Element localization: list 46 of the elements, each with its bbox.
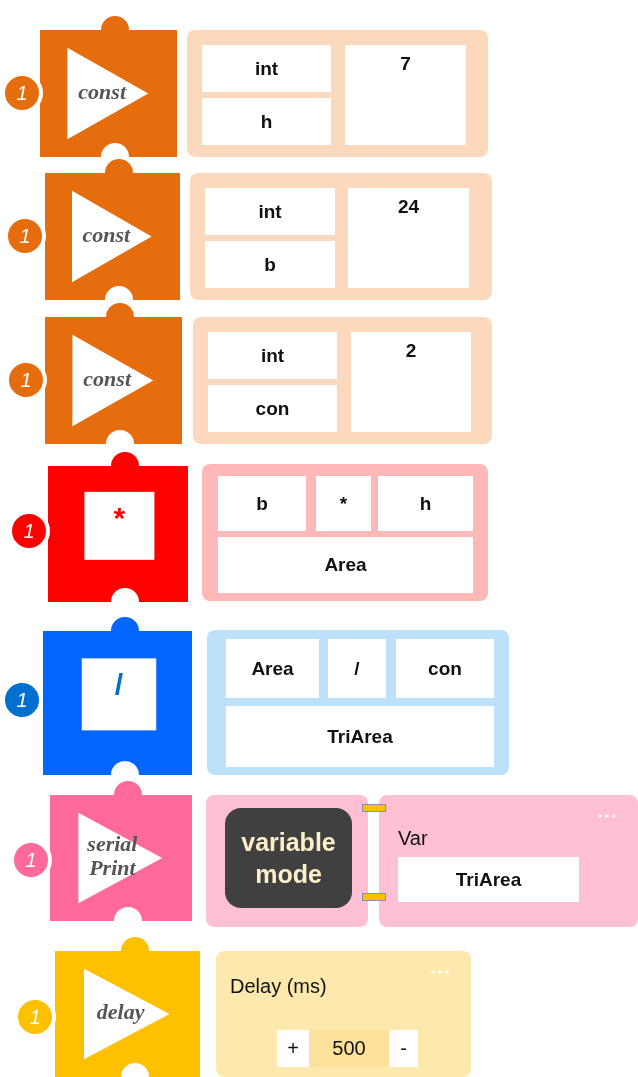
value-cell: 7 <box>345 45 466 145</box>
parameter-panel <box>207 630 509 775</box>
value-cell: int <box>208 332 337 379</box>
value-cell: / <box>328 639 386 698</box>
value-cell: b <box>218 476 306 531</box>
value-cell: b <box>205 241 335 288</box>
parameter-panel <box>206 795 368 927</box>
value-cell: con <box>396 639 494 698</box>
parameter-panel <box>202 464 488 601</box>
puzzle-block <box>45 303 182 444</box>
value-cell: con <box>208 385 337 432</box>
stepper-cell: + <box>277 1030 309 1067</box>
stepper-cell: - <box>389 1030 418 1067</box>
parameter-panel <box>193 317 492 444</box>
value-cell: h <box>202 98 331 145</box>
parameter-panel <box>187 30 488 157</box>
puzzle-block <box>48 452 188 602</box>
parameter-panel <box>190 173 492 300</box>
value-cell: int <box>202 45 331 92</box>
puzzle-block <box>55 937 200 1077</box>
puzzle-block <box>50 781 192 921</box>
parameter-panel <box>379 795 638 927</box>
field-label: Delay (ms) <box>230 975 327 998</box>
puzzle-block <box>43 617 192 775</box>
puzzle-block <box>40 16 177 157</box>
mode-button: variable mode <box>225 808 352 908</box>
parameter-panel <box>216 951 471 1077</box>
block-label: delay <box>95 1000 146 1025</box>
value-cell: * <box>316 476 371 531</box>
puzzle-block <box>45 159 180 300</box>
value-cell: int <box>205 188 335 235</box>
operator-symbol: * <box>112 501 127 536</box>
value-cell: 24 <box>348 188 469 288</box>
field-label: Var <box>398 827 428 850</box>
operator-symbol: / <box>113 668 125 703</box>
value-cell: 2 <box>351 332 471 432</box>
block-label: const <box>77 79 128 104</box>
value-cell: TriArea <box>398 857 579 902</box>
block-label: const <box>82 366 133 391</box>
block-label: const <box>81 222 132 247</box>
value-cell: Area <box>218 537 473 593</box>
value-cell: Area <box>226 639 319 698</box>
stepper-cell: 500 <box>309 1030 389 1067</box>
block-label: serial Print <box>86 832 139 881</box>
value-cell: h <box>378 476 473 531</box>
value-cell: TriArea <box>226 706 494 767</box>
